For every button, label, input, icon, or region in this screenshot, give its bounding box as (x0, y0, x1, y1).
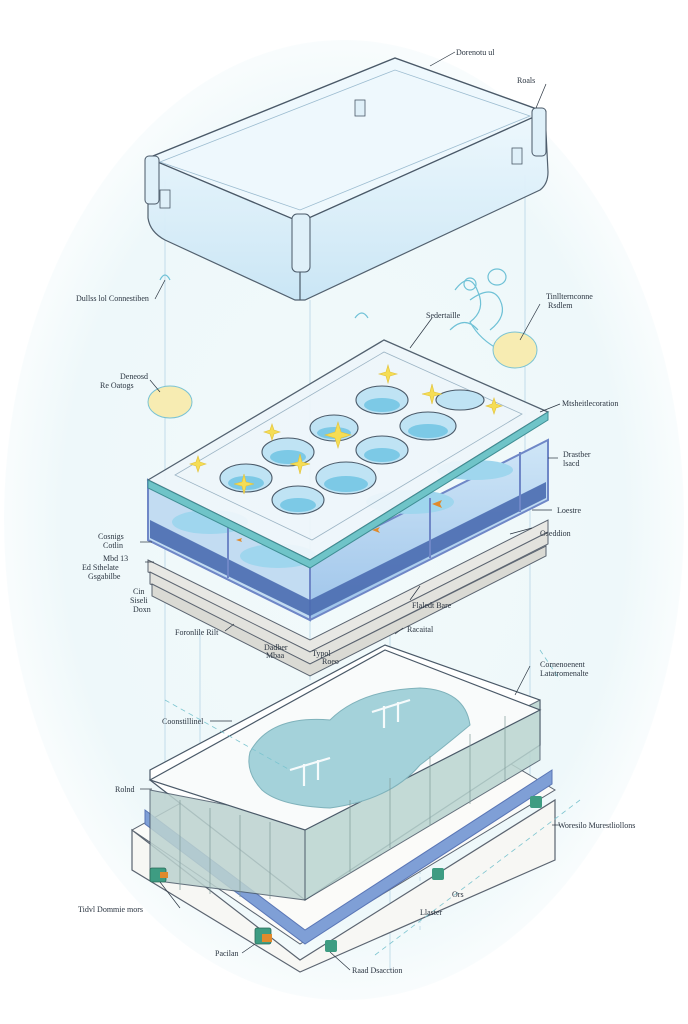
dimension-lines (164, 649, 581, 956)
sparkle-icon (189, 363, 503, 495)
label-tray-right: Mtsheitlecoration (562, 399, 618, 408)
label-lid-side: Dullss lol Connestiben (76, 294, 149, 303)
label-left-pod-1: Deneosd (120, 372, 148, 381)
label-frame-right-2: Oseddion (540, 529, 571, 538)
component-icon (149, 796, 542, 952)
label-left-pod-2: Re Oatogs (100, 381, 134, 390)
label-left-2c: Gsgabilbe (88, 572, 121, 581)
label-bottom-left: Foronlile Rilt (175, 628, 219, 637)
label-bottom-mid-4: Roeo (322, 657, 339, 666)
label-left-1a: Cosnigs (98, 532, 124, 541)
label-frame-right: Loestre (557, 506, 581, 515)
label-base-mid-1: Ors (452, 890, 464, 899)
label-base-mid-2: Llaster (420, 908, 443, 917)
label-sensor-top: Sedertaille (426, 311, 461, 320)
label-sensor-right-2: Rsdlem (548, 301, 573, 310)
label-platform-side: Rolnd (115, 785, 135, 794)
base-platform (131, 644, 556, 973)
label-base-left: Tidvl Dommie mors (78, 905, 143, 914)
label-tray-side-1: Drastber (563, 450, 591, 459)
label-base-bottom-mid: Raad Dsacction (352, 966, 402, 975)
label-left-2a: Mbd 13 (103, 554, 128, 563)
label-base-bar: Flaledt Bare (412, 601, 452, 610)
label-left-3b: Siseli (130, 596, 149, 605)
label-bottom-mid-2: Mbaa (266, 651, 285, 660)
label-platform-right-1: Cornenoenent (540, 660, 586, 669)
label-lid-corner: Roals (517, 76, 535, 85)
label-lid-top: Dorenotu ul (456, 48, 495, 57)
label-left-1b: Cotlin (103, 541, 123, 550)
plant-icon (449, 268, 507, 351)
leader-lines (140, 51, 561, 971)
label-bottom-mid-1: Dadber (264, 643, 288, 652)
label-base-bottom-left: Pacilan (215, 949, 239, 958)
label-base-right: Woresilo Murestliollons (558, 821, 635, 830)
label-platform-left: Coonstillinel (162, 717, 204, 726)
label-left-3a: Cin (133, 587, 145, 596)
label-tray-side-2: lsacd (563, 459, 579, 468)
label-left-2b: Ed Sthelate (82, 563, 119, 572)
labels: Dorenotu ul Roals Dullss lol Connestiben… (76, 48, 635, 975)
label-tray: Racaital (407, 625, 434, 634)
label-bottom-mid-3: Typol (312, 649, 331, 658)
label-platform-right-2: Latatromenalte (540, 669, 589, 678)
label-left-3c: Doxn (133, 605, 151, 614)
sensor-pod (147, 274, 538, 419)
label-sensor-right-1: Tinllternconne (546, 292, 593, 301)
glass-lid (144, 57, 549, 301)
